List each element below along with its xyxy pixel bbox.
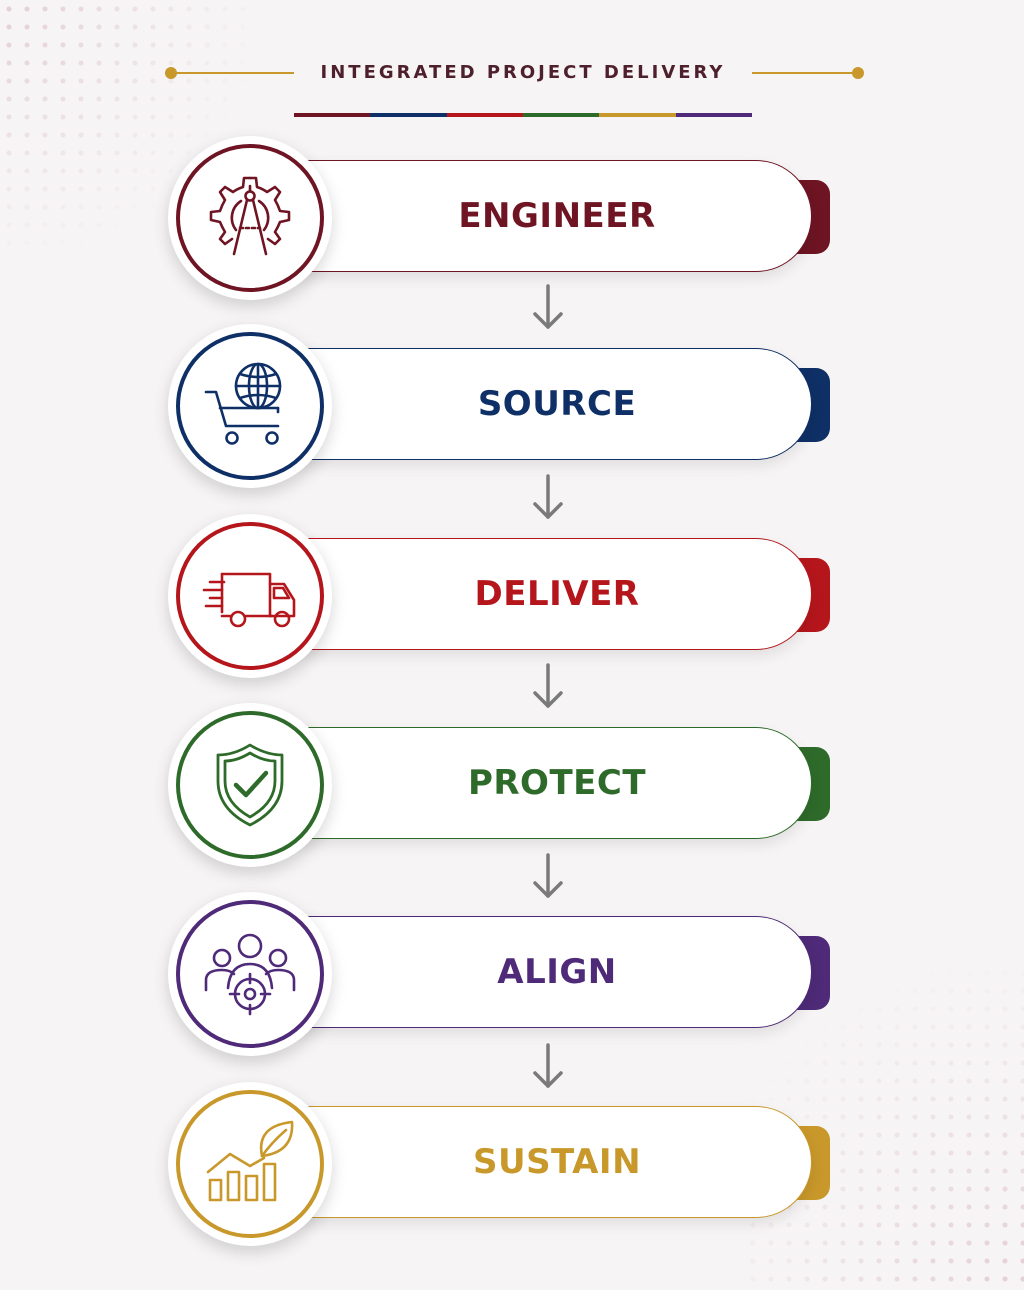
icon-badge [168,136,332,300]
step-card [290,727,812,839]
icon-ring [176,522,324,670]
icon-ring [176,900,324,1048]
color-bar-segment [446,113,523,117]
step-card [290,348,812,460]
step-engineer: ENGINEER [0,136,1024,330]
icon-ring [176,1090,324,1238]
icon-ring [176,332,324,480]
color-bar-segment [294,113,371,117]
step-label: SUSTAIN [472,1142,642,1182]
icon-badge [168,1082,332,1246]
title-dot-right [852,67,864,79]
step-label: PROTECT [467,763,647,803]
arrow-down-icon [533,284,563,329]
icon-badge [168,324,332,488]
step-deliver: DELIVER [0,514,1024,708]
delivery-truck-icon [202,572,296,628]
team-target-icon [204,933,296,1016]
arrow-down-icon [533,663,563,708]
step-align: ALIGN [0,892,1024,1086]
step-sustain: SUSTAIN [0,1082,1024,1276]
icon-ring [176,711,324,859]
step-label: ALIGN [497,952,617,992]
growth-leaf-icon [206,1120,294,1202]
shield-check-icon [216,743,284,827]
arrow-down-icon [533,474,563,519]
arrow-down-icon [533,853,563,898]
title-rule-left [172,72,294,74]
color-bar [294,113,752,117]
icon-badge [168,892,332,1056]
gear-compass-icon [209,176,291,256]
step-label: ENGINEER [458,196,656,236]
step-card [290,538,812,650]
icon-badge [168,514,332,678]
color-bar-segment [370,113,447,117]
title-dot-left [165,67,177,79]
step-source: SOURCE [0,324,1024,518]
arrow-down-icon [533,1043,563,1088]
icon-badge [168,703,332,867]
icon-ring [176,144,324,292]
step-card [290,916,812,1028]
color-bar-segment [522,113,600,117]
title-rule-right [752,72,858,74]
color-bar-segment [599,113,676,117]
step-card [290,1106,812,1218]
color-bar-segment [675,113,752,117]
step-protect: PROTECT [0,703,1024,897]
step-label: SOURCE [477,384,637,424]
header: INTEGRATED PROJECT DELIVERY [0,0,1024,130]
page-title: INTEGRATED PROJECT DELIVERY [320,62,726,83]
globe-cart-icon [204,362,282,445]
step-label: DELIVER [474,574,640,614]
step-card [290,160,812,272]
